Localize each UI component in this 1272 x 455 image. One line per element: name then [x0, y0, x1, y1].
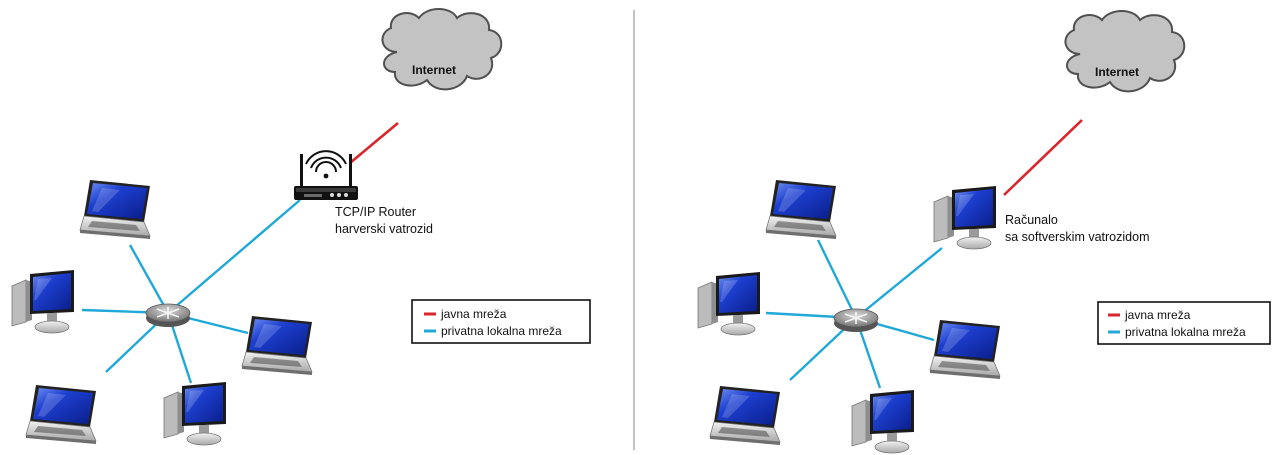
left-hub-icon [145, 303, 191, 328]
legend-private-label: privatna lokalna mreža [441, 324, 562, 338]
legend-public-label: javna mreža [1124, 308, 1191, 322]
left-device-label-2: harverski vatrozid [335, 222, 433, 236]
link-hub-router [167, 199, 301, 314]
laptop-icon [929, 319, 1001, 380]
left-internet-cloud: Internet [381, 8, 503, 91]
left-cloud-label: Internet [412, 63, 456, 77]
legend-public-label: javna mreža [440, 307, 507, 321]
laptop-icon [241, 315, 313, 376]
desktop-computer-icon [933, 185, 997, 250]
right-device-label-1: Računalo [1005, 213, 1058, 227]
right-internet-cloud: Internet [1064, 10, 1186, 93]
left-legend: javna mreža privatna lokalna mreža [411, 299, 591, 344]
laptop-icon [25, 384, 97, 445]
desktop-computer-icon [163, 381, 227, 446]
right-cloud-label: Internet [1095, 65, 1139, 79]
left-panel: Internet TCP/IP Router harverski vatrozi… [11, 8, 591, 446]
laptop-icon [79, 179, 151, 240]
desktop-computer-icon [697, 271, 761, 336]
legend-private-label: privatna lokalna mreža [1125, 325, 1246, 339]
right-hub-icon [833, 308, 879, 333]
desktop-computer-icon [851, 389, 915, 454]
laptop-icon [709, 385, 781, 446]
link-hub-laptop-top [816, 239, 858, 319]
right-device-label-2: sa softverskim vatrozidom [1005, 230, 1149, 244]
left-public-link [349, 122, 399, 164]
laptop-icon [765, 179, 837, 240]
wifi-router-icon [294, 150, 358, 200]
right-legend: javna mreža privatna lokalna mreža [1097, 301, 1271, 345]
link-hub-laptop-top [128, 244, 170, 314]
left-device-label-1: TCP/IP Router [335, 205, 416, 219]
link-hub-computer [855, 247, 943, 319]
right-public-link [1003, 119, 1083, 196]
desktop-computer-icon [11, 269, 75, 334]
right-panel: Internet Računalo sa softverskim vatrozi… [697, 10, 1271, 454]
